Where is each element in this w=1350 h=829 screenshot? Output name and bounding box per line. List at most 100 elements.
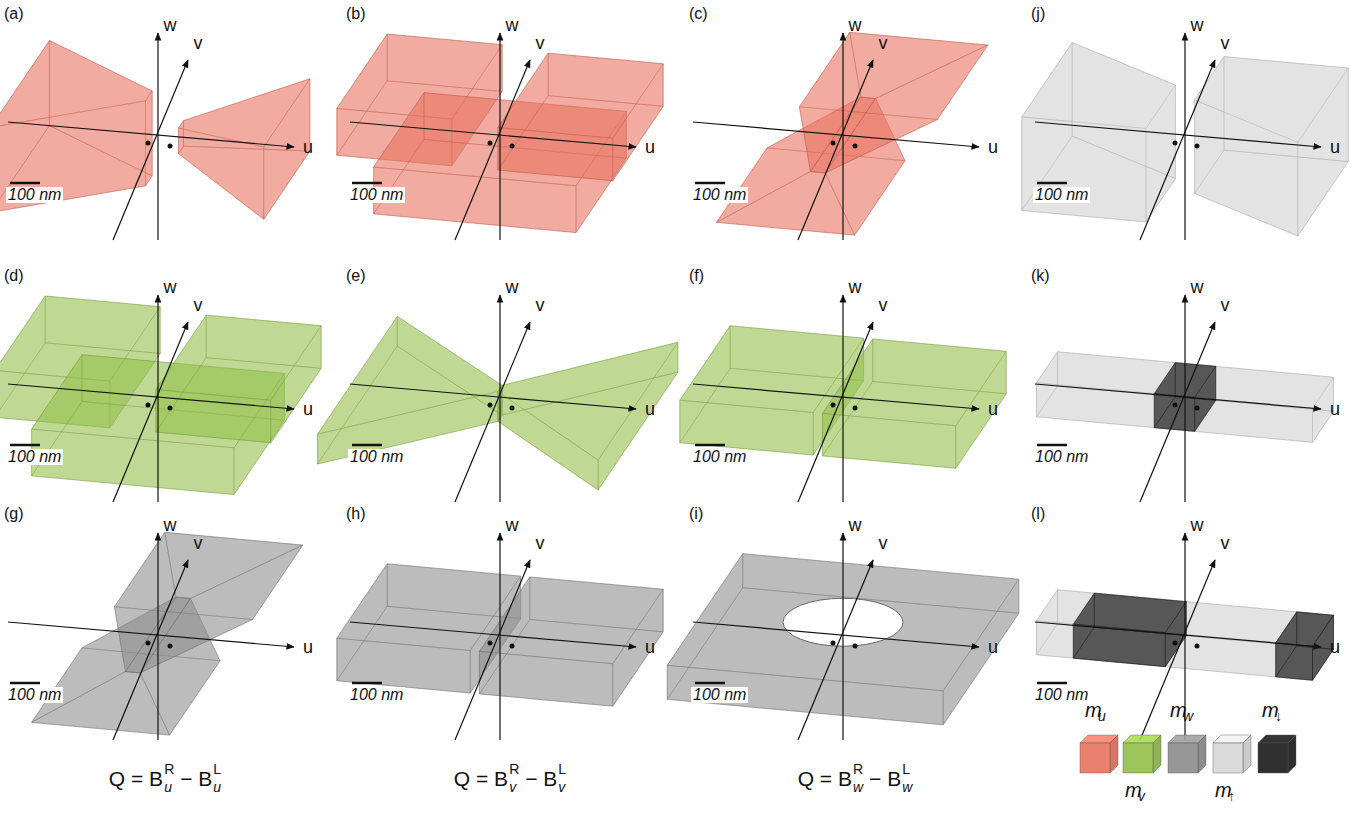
voxel-face xyxy=(498,53,663,138)
voxel-face xyxy=(548,53,663,106)
coordinate-axis xyxy=(350,384,636,409)
coordinate-axis xyxy=(1184,33,1185,240)
probe-dot xyxy=(488,641,493,646)
probe-dot xyxy=(1173,641,1178,646)
panel-letter: (f) xyxy=(689,268,704,284)
voxel-face xyxy=(530,577,663,632)
voxel-face xyxy=(1072,43,1175,179)
probe-dot xyxy=(146,141,151,146)
axis-label: u xyxy=(303,638,313,656)
voxel-panel xyxy=(1035,295,1334,502)
scale-bar xyxy=(352,682,382,685)
formula-subscript: u xyxy=(213,780,221,794)
scale-bar xyxy=(1037,182,1067,185)
coordinate-axis xyxy=(113,560,188,740)
voxel-panel xyxy=(318,295,678,502)
probe-dot xyxy=(831,141,836,146)
axis-label: v xyxy=(879,34,888,52)
axis-label: w xyxy=(164,516,177,534)
formula-text: − B xyxy=(525,768,557,789)
panel-letter: (g) xyxy=(4,506,24,522)
voxel-panel xyxy=(1022,33,1348,240)
coordinate-axis xyxy=(798,322,873,502)
scale-bar xyxy=(695,682,725,685)
scale-label: 100 nm xyxy=(1033,449,1090,465)
voxel-panel xyxy=(0,295,321,502)
coordinate-axis xyxy=(1035,622,1321,647)
probe-dot xyxy=(488,403,493,408)
voxel-face xyxy=(184,79,310,151)
coordinate-axis xyxy=(455,60,530,240)
probe-dot xyxy=(853,144,858,149)
voxel-face xyxy=(1094,593,1186,636)
voxel-panel xyxy=(337,33,663,240)
formula-superscript: L xyxy=(213,762,221,776)
axis-label: w xyxy=(506,278,519,296)
voxel-face xyxy=(397,316,502,415)
formula-text: Q = B xyxy=(798,768,852,789)
voxel-face xyxy=(206,315,321,368)
axis-label: w xyxy=(849,278,862,296)
voxel-face xyxy=(45,296,160,353)
panel-letter: (c) xyxy=(689,6,708,22)
coordinate-axis xyxy=(798,560,873,740)
axis-label: u xyxy=(1330,400,1340,418)
panel-letter: (e) xyxy=(346,268,366,284)
axis-label: u xyxy=(988,138,998,156)
panel-letter: (h) xyxy=(346,506,366,522)
panel-letter: (l) xyxy=(1031,506,1045,522)
voxel-block xyxy=(799,32,987,173)
voxel-panel xyxy=(8,532,303,740)
coordinate-axis xyxy=(1140,560,1215,740)
legend-label: m xyxy=(1085,700,1102,720)
coordinate-axis xyxy=(8,622,294,647)
coordinate-axis xyxy=(113,322,188,502)
coordinate-axis xyxy=(693,122,979,147)
voxel-face xyxy=(498,128,613,181)
scale-label: 100 nm xyxy=(6,449,63,465)
probe-dot xyxy=(510,144,515,149)
coordinate-axis xyxy=(157,533,158,740)
panel-letter: (i) xyxy=(689,506,703,522)
coordinate-axis xyxy=(1035,122,1321,147)
voxel-face xyxy=(667,665,943,725)
probe-dot xyxy=(1173,141,1178,146)
formula-text: Q = B xyxy=(109,768,163,789)
voxel-face xyxy=(498,392,598,490)
axis-label: u xyxy=(988,638,998,656)
axis-label: u xyxy=(1330,138,1340,156)
voxel-face xyxy=(479,577,663,664)
scale-label: 100 nm xyxy=(348,687,405,703)
panel-letter: (a) xyxy=(4,6,24,22)
coordinate-axis xyxy=(842,533,843,740)
voxel-face xyxy=(498,342,678,460)
voxel-face xyxy=(156,390,271,443)
legend-label: m xyxy=(1125,780,1142,800)
coordinate-axis xyxy=(693,384,979,409)
axis-label: u xyxy=(988,400,998,418)
coordinate-axis xyxy=(157,295,158,502)
voxel-block xyxy=(0,41,152,213)
formula-text: − B xyxy=(180,768,212,789)
probe-dot xyxy=(168,144,173,149)
coordinate-axis xyxy=(8,122,294,147)
probe-dot xyxy=(168,406,173,411)
axis-label: u xyxy=(645,638,655,656)
probe-dot xyxy=(1173,403,1178,408)
coordinate-axis xyxy=(1140,322,1215,502)
voxel-block xyxy=(114,532,302,673)
voxel-face xyxy=(387,34,502,91)
voxel-face xyxy=(1154,394,1194,432)
coordinate-axis xyxy=(499,295,500,502)
axis-label: w xyxy=(1191,16,1204,34)
axis-label: w xyxy=(164,16,177,34)
voxel-face xyxy=(156,315,321,400)
probe-dot xyxy=(831,641,836,646)
axis-label: w xyxy=(164,278,177,296)
formula-subscript: u xyxy=(164,780,172,794)
axis-label: v xyxy=(194,296,203,314)
formula-superscript: R xyxy=(853,762,863,776)
panel-letter: (d) xyxy=(4,268,24,284)
legend-swatch xyxy=(1168,735,1206,773)
formula-subscript: v xyxy=(509,780,516,794)
